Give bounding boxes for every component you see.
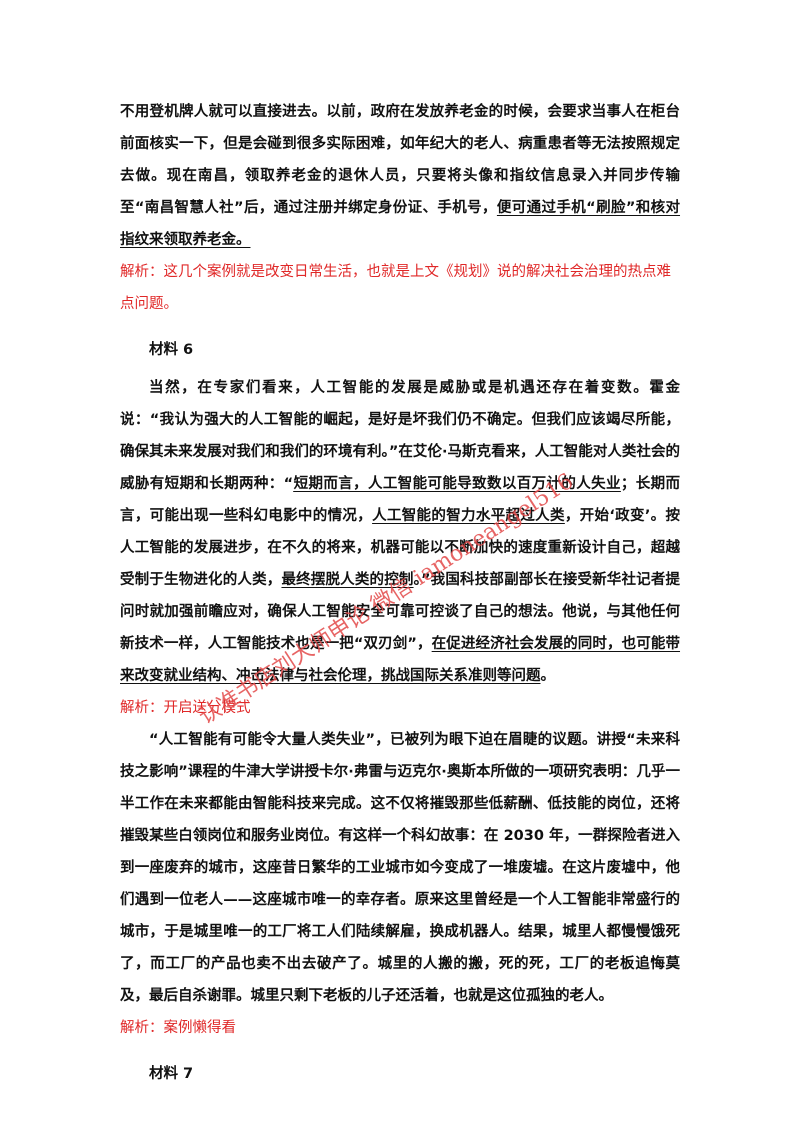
analysis-note: 解析：案例懒得看	[120, 1020, 236, 1036]
paragraph-text: ，开始‘政变’。按人工智能的发展进步，在不久的将来，机器可能以不断加快的速度重新…	[120, 508, 680, 588]
underlined-text: 短期而言，人工智能可能导致数以百万计的人失业	[293, 476, 621, 492]
analysis-note: 解析：这几个案例就是改变日常生活，也就是上文《规划》说的解决社会治理的热点难点问…	[120, 264, 671, 312]
section-heading-material-7: 材料 7	[149, 1066, 194, 1082]
section-heading-material-6: 材料 6	[149, 342, 194, 358]
underlined-text: 在促进经济社会发展的同时，也可能带来改变就业结构、冲击法律与社会伦理，挑战国际关…	[120, 636, 681, 684]
underlined-text: 人工智能的智力水平超过人类	[372, 508, 565, 524]
underlined-text: 便可通过手机“刷脸”和核对指纹来领取养老金。	[120, 200, 681, 248]
paragraph-text: 。”我国科技部副部长在接受新华社记者提问时就加强前瞻应对，确保人工智能安全可靠可…	[120, 572, 681, 652]
paragraph-text: 。	[540, 668, 556, 684]
paragraph-text: 当然，在专家们看来，人工智能的发展是威胁或是机遇还存在着变数。霍金说：“我认为强…	[120, 380, 680, 492]
paragraph-text: ；长期而言，可能出现一些科幻电影中的情况，	[120, 476, 681, 524]
paragraph-text: 不用登机牌人就可以直接进去。以前，政府在发放养老金的时候，会要求当事人在柜台前面…	[120, 104, 680, 216]
paragraph-ai-threat: 当然，在专家们看来，人工智能的发展是威胁或是机遇还存在着变数。霍金说：“我认为强…	[120, 372, 680, 692]
document-body: 不用登机牌人就可以直接进去。以前，政府在发放养老金的时候，会要求当事人在柜台前面…	[120, 96, 680, 1096]
underlined-text: 最终摆脱人类的控制	[281, 572, 414, 588]
paragraph-unemployment: “人工智能有可能令大量人类失业”，已被列为眼下迫在眉睫的议题。讲授“未来科技之影…	[120, 732, 680, 1004]
analysis-note: 解析：开启送分模式	[120, 700, 251, 716]
paragraph-pension: 不用登机牌人就可以直接进去。以前，政府在发放养老金的时候，会要求当事人在柜台前面…	[120, 96, 680, 256]
